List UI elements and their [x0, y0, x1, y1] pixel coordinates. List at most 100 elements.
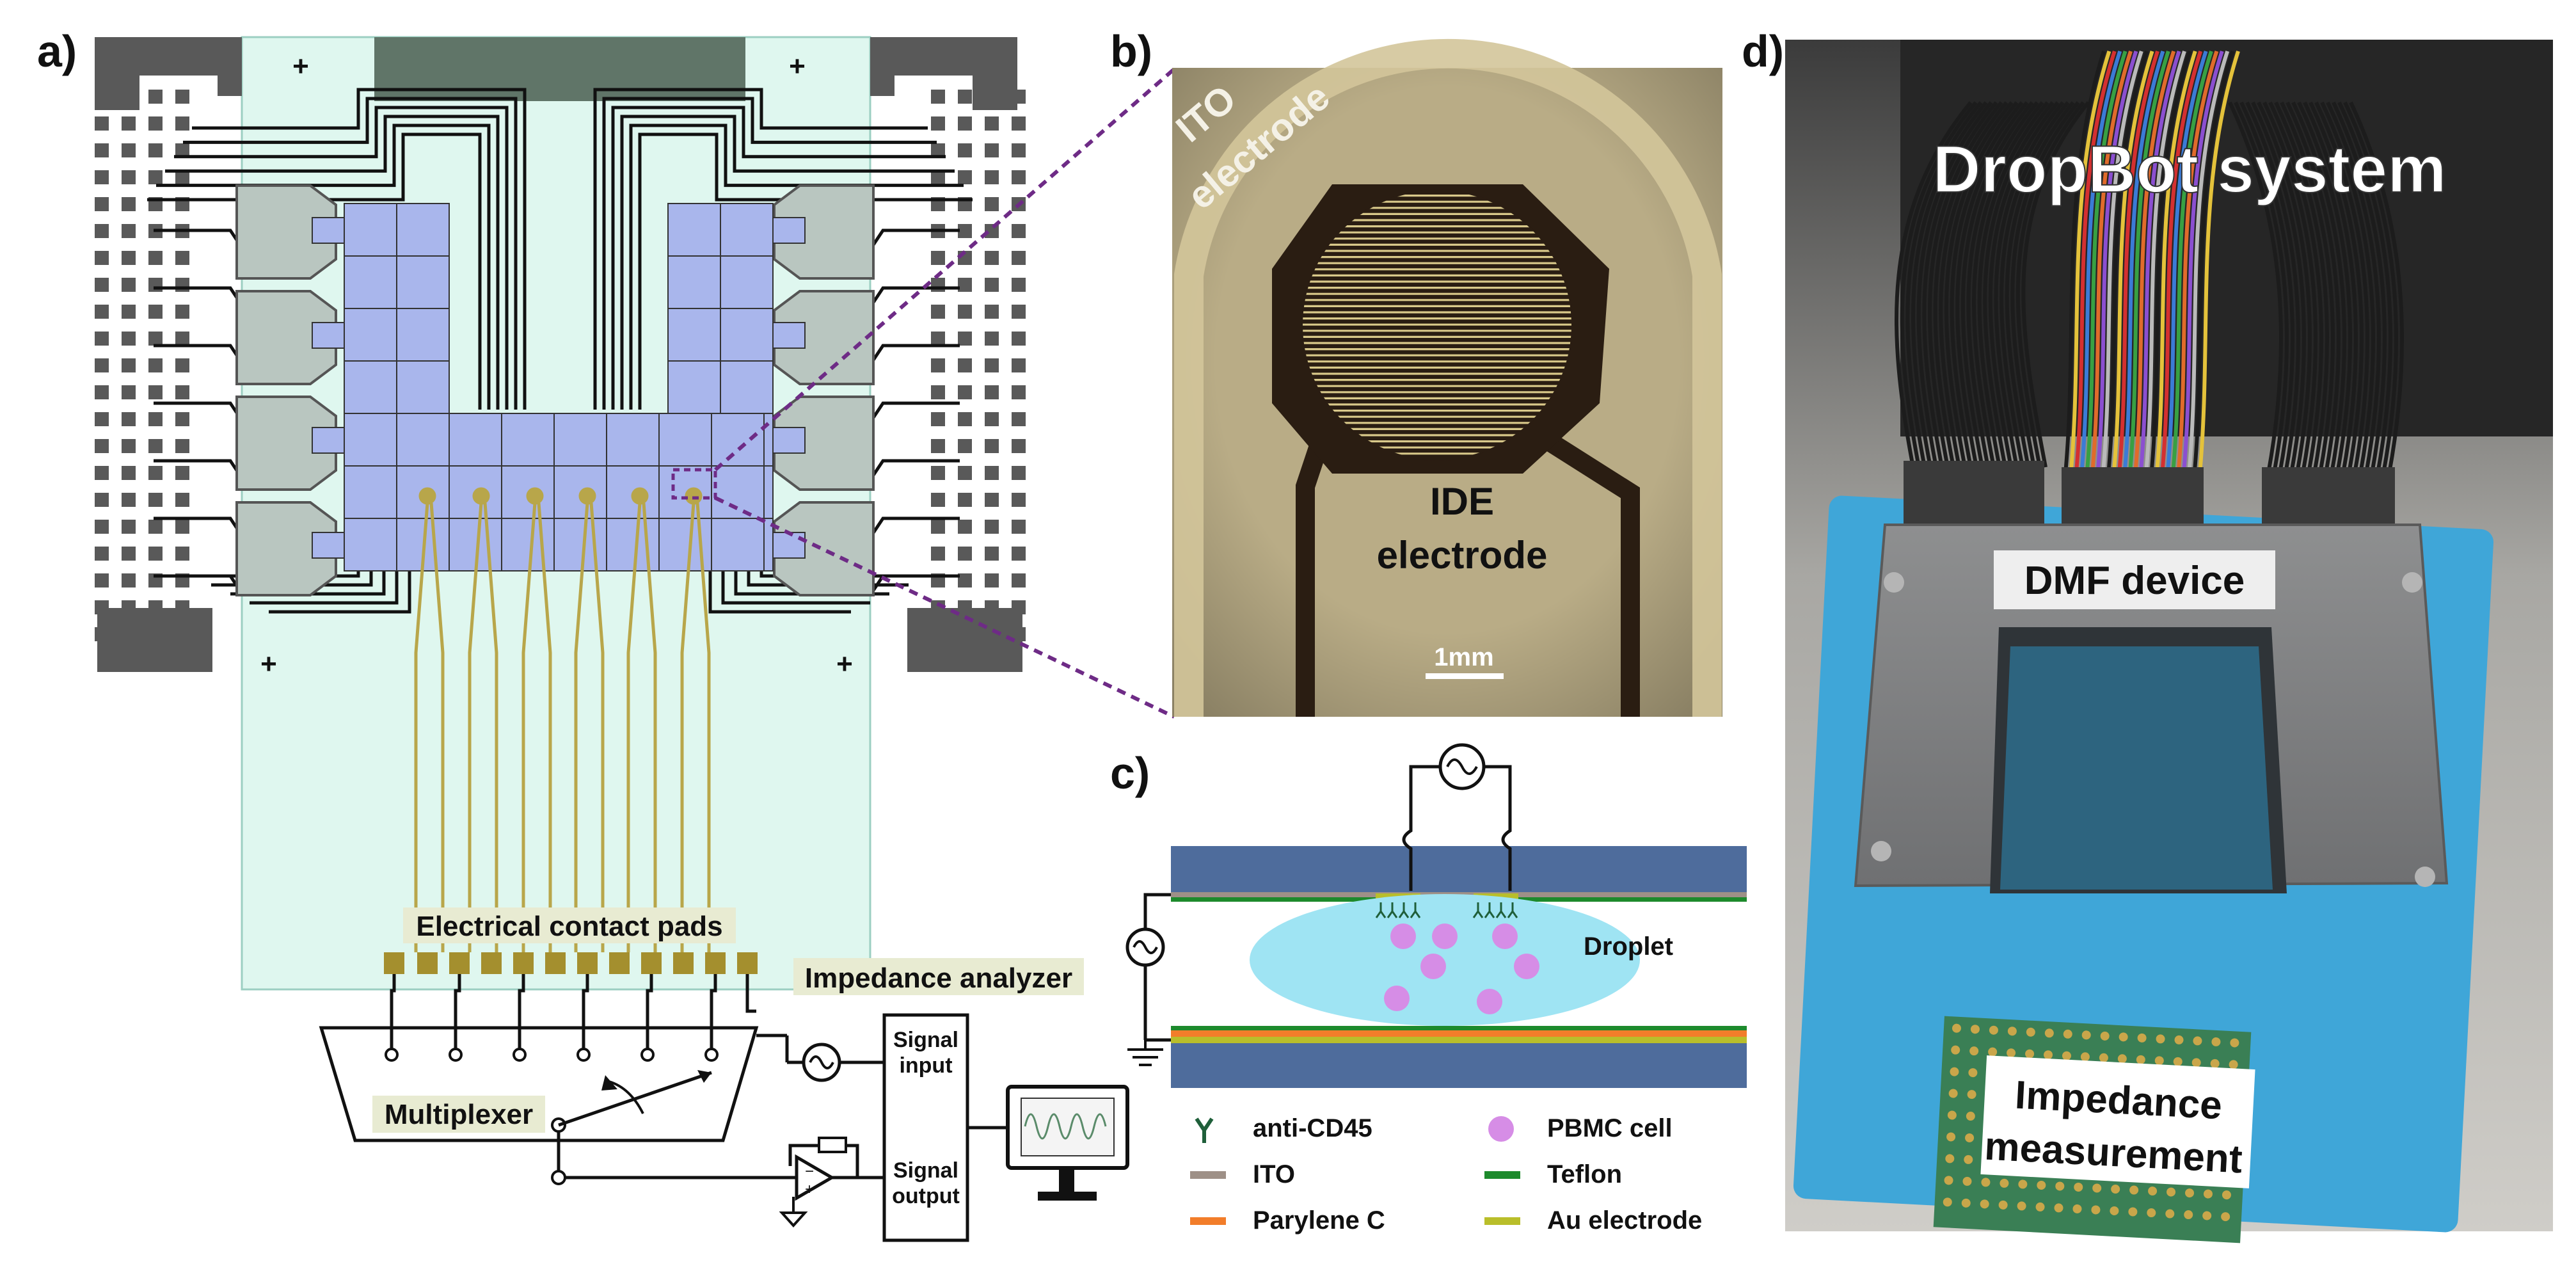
- cable-wire: [2079, 51, 2122, 474]
- scale-bar: [1426, 673, 1504, 679]
- pcb-hole: [1980, 1199, 1989, 1209]
- contact-square: [1012, 90, 1026, 104]
- routing-line: [154, 459, 245, 481]
- dmf-label: DMF device: [2024, 559, 2245, 603]
- contact-square: [931, 547, 945, 561]
- electrode-tab: [312, 427, 345, 454]
- routing-line: [868, 459, 960, 481]
- pcb-hole: [1964, 1155, 1973, 1164]
- cable-wire: [2309, 101, 2364, 474]
- contact-square: [931, 358, 945, 372]
- multiplexer-label-bg: [372, 1096, 545, 1133]
- contact-square: [95, 600, 109, 614]
- contact-square: [1012, 251, 1026, 265]
- pcb-hole: [2211, 1037, 2221, 1046]
- contact-square: [148, 358, 163, 372]
- mux-node: [576, 1048, 591, 1062]
- electrode-dot: [578, 487, 596, 505]
- pcb-hole: [1962, 1176, 1972, 1186]
- pcb-hole: [2184, 1210, 2193, 1220]
- electrode-cell: [667, 308, 721, 362]
- pbmc-cell: [1432, 923, 1458, 949]
- gold-trace: [696, 502, 711, 952]
- impedance-label-1: Impedance: [2014, 1073, 2223, 1128]
- pcb-hole: [1961, 1198, 1971, 1208]
- cable-wire: [1983, 101, 2055, 468]
- cable-wire: [2171, 51, 2213, 474]
- contact-square: [985, 520, 999, 534]
- signal-input-label-2: input: [899, 1053, 952, 1078]
- contact-pad: [673, 952, 694, 974]
- electrode-cell: [396, 360, 450, 414]
- bottom-parylene-layer: [1171, 1030, 1747, 1037]
- cable-wire: [2005, 101, 2075, 468]
- cable-wire: [2095, 51, 2138, 474]
- contact-square: [931, 439, 945, 453]
- contact-square: [175, 143, 189, 157]
- cable-wire: [2337, 101, 2392, 474]
- pcb-hole: [2230, 1038, 2239, 1048]
- legend-swatch: [1484, 1171, 1520, 1179]
- pcb-hole: [2191, 1058, 2201, 1067]
- contact-square: [1012, 332, 1026, 346]
- pcb-hole: [1951, 1045, 1960, 1055]
- cable-wire: [2063, 51, 2106, 474]
- cable-wire: [2111, 51, 2154, 474]
- contact-square: [122, 439, 136, 453]
- dmf-chip-glass: [2000, 646, 2273, 890]
- contact-square: [122, 627, 136, 641]
- pcb-hole: [1966, 1112, 1975, 1121]
- contact-square: [175, 493, 189, 507]
- electrode-cell: [553, 518, 607, 572]
- contact-square: [122, 520, 136, 534]
- electrode-cell: [344, 465, 397, 519]
- contact-square: [122, 493, 136, 507]
- contact-square: [985, 547, 999, 561]
- contact-square: [95, 278, 109, 292]
- signal-output-label-2: output: [892, 1184, 960, 1208]
- pcb-hole: [1968, 1068, 1978, 1078]
- contact-square: [175, 358, 189, 372]
- contact-square: [148, 116, 163, 131]
- legend-label: PBMC cell: [1547, 1114, 1673, 1142]
- contact-square: [122, 170, 136, 184]
- cable-wire: [1905, 101, 1983, 468]
- electrode-tab: [312, 217, 345, 244]
- contact-square: [958, 90, 972, 104]
- routing-line: [868, 228, 960, 251]
- contact-square: [148, 520, 163, 534]
- contact-square: [1012, 520, 1026, 534]
- contact-square: [985, 170, 999, 184]
- contact-pad: [545, 952, 566, 974]
- panel-a-chip-layout: ++++ Electrical contact pads Impedance a…: [95, 36, 1175, 1242]
- panel-label-a: a): [37, 26, 77, 76]
- contact-square: [931, 332, 945, 346]
- pcb-hole: [2210, 1059, 2220, 1068]
- cable-wire: [2291, 101, 2346, 474]
- gold-traces: [414, 487, 711, 952]
- contact-square: [175, 90, 189, 104]
- pcb-hole: [2119, 1032, 2128, 1042]
- pcb-hole: [2017, 1201, 2026, 1211]
- contact-square: [148, 439, 163, 453]
- cable-wire: [2257, 101, 2312, 474]
- pcb-hole: [1944, 1176, 1953, 1185]
- contact-square: [122, 197, 136, 211]
- electrode-tab: [312, 532, 345, 559]
- cable-wire: [2314, 101, 2369, 474]
- cable-wire: [1944, 101, 2019, 468]
- gold-trace: [589, 502, 605, 952]
- electrode-cell: [396, 255, 450, 309]
- contact-square: [175, 385, 189, 399]
- pcb-hole: [1970, 1025, 1980, 1034]
- signal-io-box: [882, 1013, 969, 1242]
- cable-wire: [2297, 101, 2352, 474]
- electrode-cell: [606, 413, 660, 467]
- pcb-hole: [2037, 1180, 2046, 1190]
- contact-square: [175, 170, 189, 184]
- contact-square: [931, 170, 945, 184]
- pcb-hole: [2129, 1185, 2139, 1195]
- contact-square: [985, 116, 999, 131]
- contact-square: [931, 90, 945, 104]
